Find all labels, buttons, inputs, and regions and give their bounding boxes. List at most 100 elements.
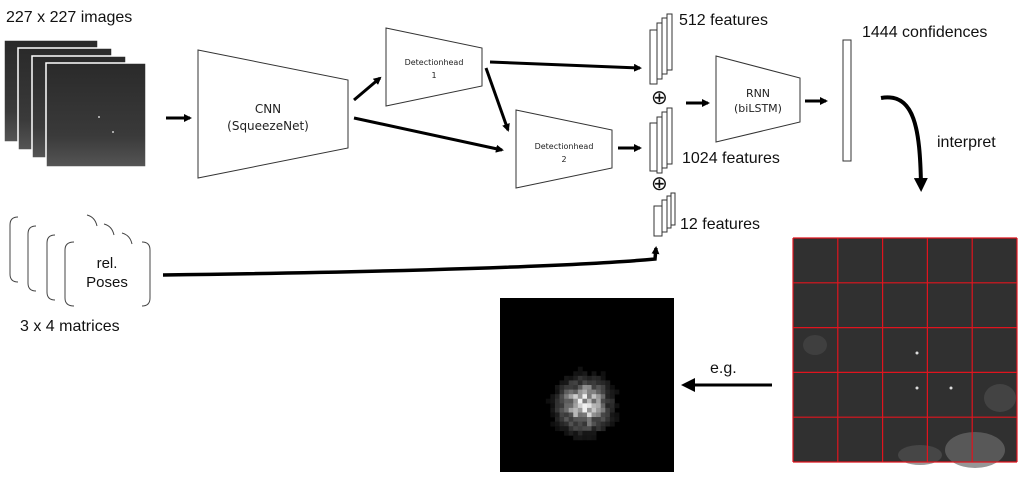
heatmap-pixel: [587, 430, 592, 436]
heatmap-pixel: [577, 371, 583, 377]
heatmap-pixel: [568, 403, 574, 409]
rnn-sublabel: (biLSTM): [734, 102, 782, 115]
heatmap-pixel: [591, 412, 597, 418]
heatmap-pixel: [568, 407, 574, 413]
heatmap-pixel: [600, 403, 606, 409]
heatmap-pixel: [559, 412, 565, 418]
heatmap-pixel: [582, 375, 588, 381]
heatmap-pixel: [568, 375, 574, 381]
heatmap-pixel: [591, 421, 597, 427]
heatmap-pixel: [554, 389, 560, 395]
heatmap-pixel: [596, 394, 602, 400]
heatmap-pixel: [591, 407, 597, 413]
heatmap-pixel: [564, 375, 569, 381]
heatmap-pixel: [596, 375, 602, 381]
heatmap-pixel: [614, 389, 620, 395]
feature-stack-12: [653, 192, 676, 237]
heatmap-pixel: [605, 403, 611, 409]
heatmap-pixel: [600, 385, 606, 390]
heatmap-pixel: [587, 403, 592, 409]
confidence-heatmap: [500, 298, 674, 472]
concat-icon: ⊕: [651, 173, 668, 195]
heatmap-pixel: [554, 421, 560, 427]
heatmap-pixel: [550, 403, 556, 409]
heatmap-pixel: [582, 417, 588, 422]
heatmap-pixel: [596, 426, 602, 432]
heatmap-pixel: [600, 426, 606, 432]
heatmap-pixel: [582, 407, 588, 413]
heatmap-pixel: [554, 398, 560, 404]
heatmap-pixel: [577, 407, 583, 413]
heatmap-pixel: [600, 407, 606, 413]
heatmap-pixel: [582, 403, 588, 409]
heatmap-pixel: [573, 389, 579, 395]
heatmap-pixel: [568, 430, 574, 436]
heatmap-pixel: [568, 394, 574, 400]
heatmap-pixel: [591, 398, 597, 404]
heatmap-pixel: [614, 412, 620, 418]
poses-label-line1: rel.: [97, 255, 118, 272]
heatmap-pixel: [609, 403, 615, 409]
heatmap-pixel: [564, 430, 569, 436]
heatmap-pixel: [577, 389, 583, 395]
heatmap-pixel: [609, 417, 615, 422]
heatmap-pixel: [568, 426, 574, 432]
example-label: e.g.: [710, 360, 737, 377]
heatmap-pixel: [573, 394, 579, 400]
heatmap-pixel: [609, 421, 615, 427]
cnn-sublabel: (SqueezeNet): [227, 119, 309, 133]
poses-matrices-label: 3 x 4 matrices: [20, 318, 120, 335]
heatmap-pixel: [596, 421, 602, 427]
heatmap-pixel: [577, 412, 583, 418]
heatmap-pixel: [550, 421, 556, 427]
arrow-head1-to-512: [489, 60, 642, 72]
concat-icon: ⊕: [651, 87, 668, 109]
detection-head-1: [385, 27, 483, 107]
heatmap-pixel: [577, 417, 583, 422]
heatmap-pixel: [564, 403, 569, 409]
heatmap-pixel: [614, 417, 620, 422]
heatmap-pixel: [605, 385, 611, 390]
arrow-cnn-to-head2: [353, 116, 504, 153]
heatmap-pixel: [582, 430, 588, 436]
heatmap-pixel: [591, 385, 597, 390]
features-1024-label: 1024 features: [682, 150, 780, 167]
heatmap-pixel: [559, 380, 565, 386]
heatmap-pixel: [605, 412, 611, 418]
heatmap-pixel: [577, 426, 583, 432]
heatmap-pixel: [559, 385, 565, 390]
heatmap-pixel: [573, 417, 579, 422]
heatmap-pixel: [596, 403, 602, 409]
heatmap-pixel: [545, 398, 551, 404]
features-12-label: 12 features: [680, 216, 760, 233]
heatmap-pixel: [577, 380, 583, 386]
heatmap-pixel: [596, 398, 602, 404]
heatmap-pixel: [554, 417, 560, 422]
heatmap-pixel: [554, 385, 560, 390]
heatmap-pixel: [582, 398, 588, 404]
heatmap-pixel: [596, 380, 602, 386]
input-image: [45, 62, 147, 168]
heatmap-pixel: [577, 375, 583, 381]
aerial-image: [793, 238, 1017, 462]
heatmap-pixel: [568, 380, 574, 386]
heatmap-pixel: [600, 417, 606, 422]
heatmap-pixel: [573, 398, 579, 404]
heatmap-pixel: [573, 435, 579, 441]
heatmap-pixel: [587, 394, 592, 400]
heatmap-pixel: [605, 394, 611, 400]
cnn-block: [197, 49, 349, 179]
heatmap-pixel: [591, 380, 597, 386]
head2-label: Detectionhead: [535, 142, 594, 151]
heatmap-pixels: [545, 366, 620, 441]
heatmap-pixel: [591, 426, 597, 432]
heatmap-pixel: [596, 417, 602, 422]
rnn-label: RNN: [746, 87, 770, 100]
heatmap-pixel: [568, 385, 574, 390]
head2-number: 2: [561, 155, 566, 164]
heatmap-pixel: [550, 398, 556, 404]
heatmap-pixel: [564, 412, 569, 418]
heatmap-pixel: [582, 371, 588, 377]
heatmap-pixel: [550, 412, 556, 418]
